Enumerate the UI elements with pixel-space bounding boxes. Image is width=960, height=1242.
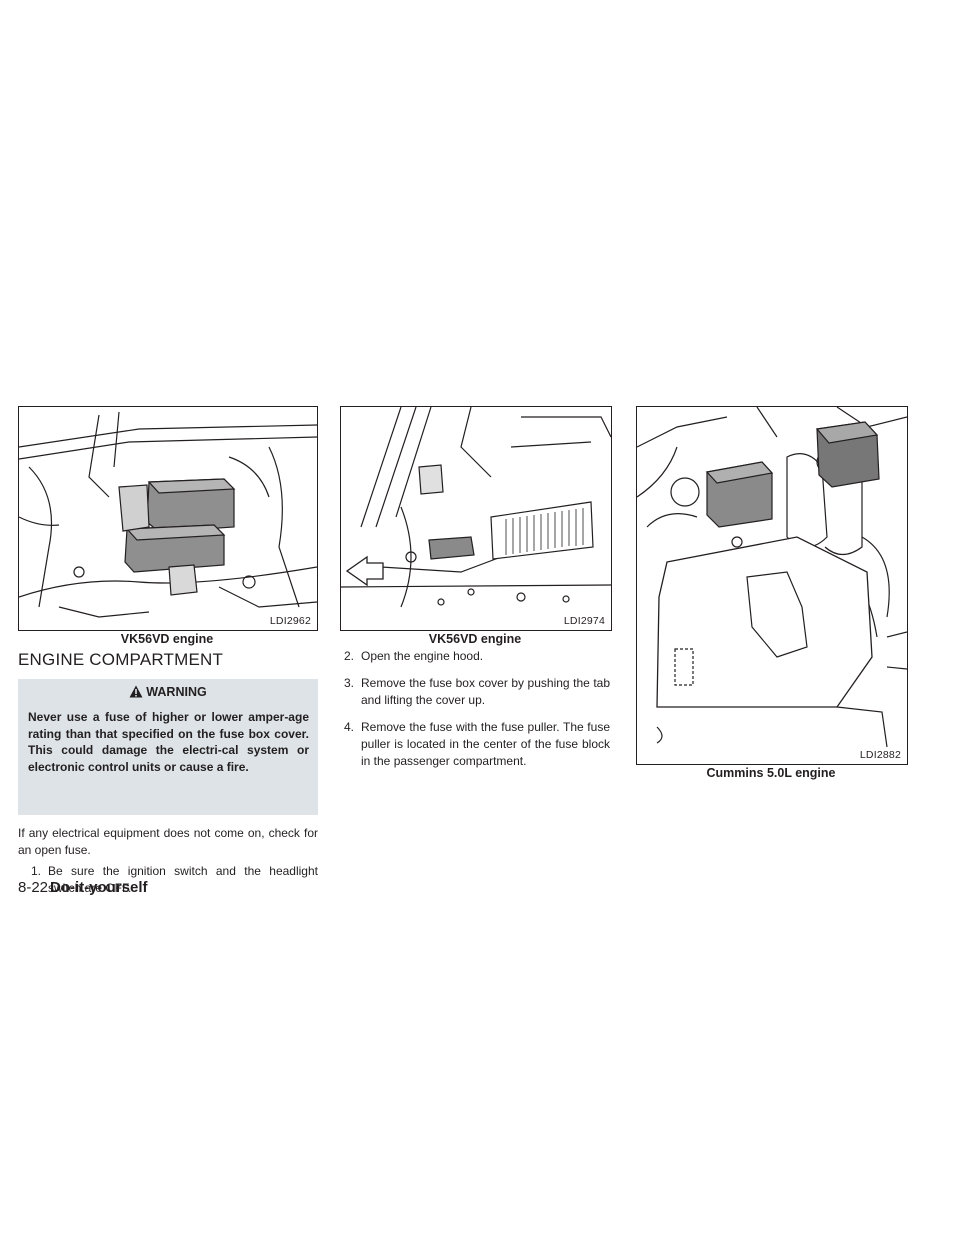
figure-vk56vd-fuse-box: LDI2962 xyxy=(18,406,318,631)
warning-triangle-icon xyxy=(129,685,143,698)
figure-code: LDI2974 xyxy=(562,615,606,627)
page-number: 8-22 xyxy=(18,879,49,896)
section-title: ENGINE COMPARTMENT xyxy=(18,650,224,669)
step-text: Remove the fuse box cover by pushing the… xyxy=(361,676,610,707)
step-2: 2. Open the engine hood. xyxy=(344,648,610,665)
figure-vk56vd-fuse-box-location: LDI2974 xyxy=(340,406,612,631)
footer-section: Do-it-yourself xyxy=(50,879,148,896)
warning-box: WARNING Never use a fuse of higher or lo… xyxy=(18,679,318,815)
figure-code: LDI2882 xyxy=(858,749,902,761)
step-number: 2. xyxy=(344,649,355,663)
step-4: 4. Remove the fuse with the fuse puller.… xyxy=(344,719,610,770)
engine-illustration-3 xyxy=(637,407,907,748)
figure-caption: VK56VD engine xyxy=(120,632,214,646)
engine-illustration-1 xyxy=(19,411,317,618)
step-text: Remove the fuse with the fuse puller. Th… xyxy=(361,720,610,768)
step-number: 4. xyxy=(344,720,355,734)
arrow-left-icon xyxy=(345,555,384,587)
figure-cummins-fuse-box: LDI2882 xyxy=(636,406,908,765)
step-number: 1. xyxy=(31,864,42,878)
step-3: 3. Remove the fuse box cover by pushing … xyxy=(344,675,610,709)
figure-caption: Cummins 5.0L engine xyxy=(706,766,836,780)
engine-illustration-2 xyxy=(341,407,611,608)
warning-heading-text: WARNING xyxy=(146,685,207,699)
figure-caption: VK56VD engine xyxy=(428,632,522,646)
warning-heading: WARNING xyxy=(18,685,318,699)
step-number: 3. xyxy=(344,676,355,690)
step-text: Open the engine hood. xyxy=(361,649,484,663)
intro-paragraph: If any electrical equipment does not com… xyxy=(18,826,318,857)
step-1: 1. Be sure the ignition switch and the h… xyxy=(31,863,318,897)
figure-code: LDI2962 xyxy=(268,615,312,627)
step-text: Be sure the ignition switch and the head… xyxy=(48,864,318,895)
warning-text: Never use a fuse of higher or lower ampe… xyxy=(28,710,309,774)
